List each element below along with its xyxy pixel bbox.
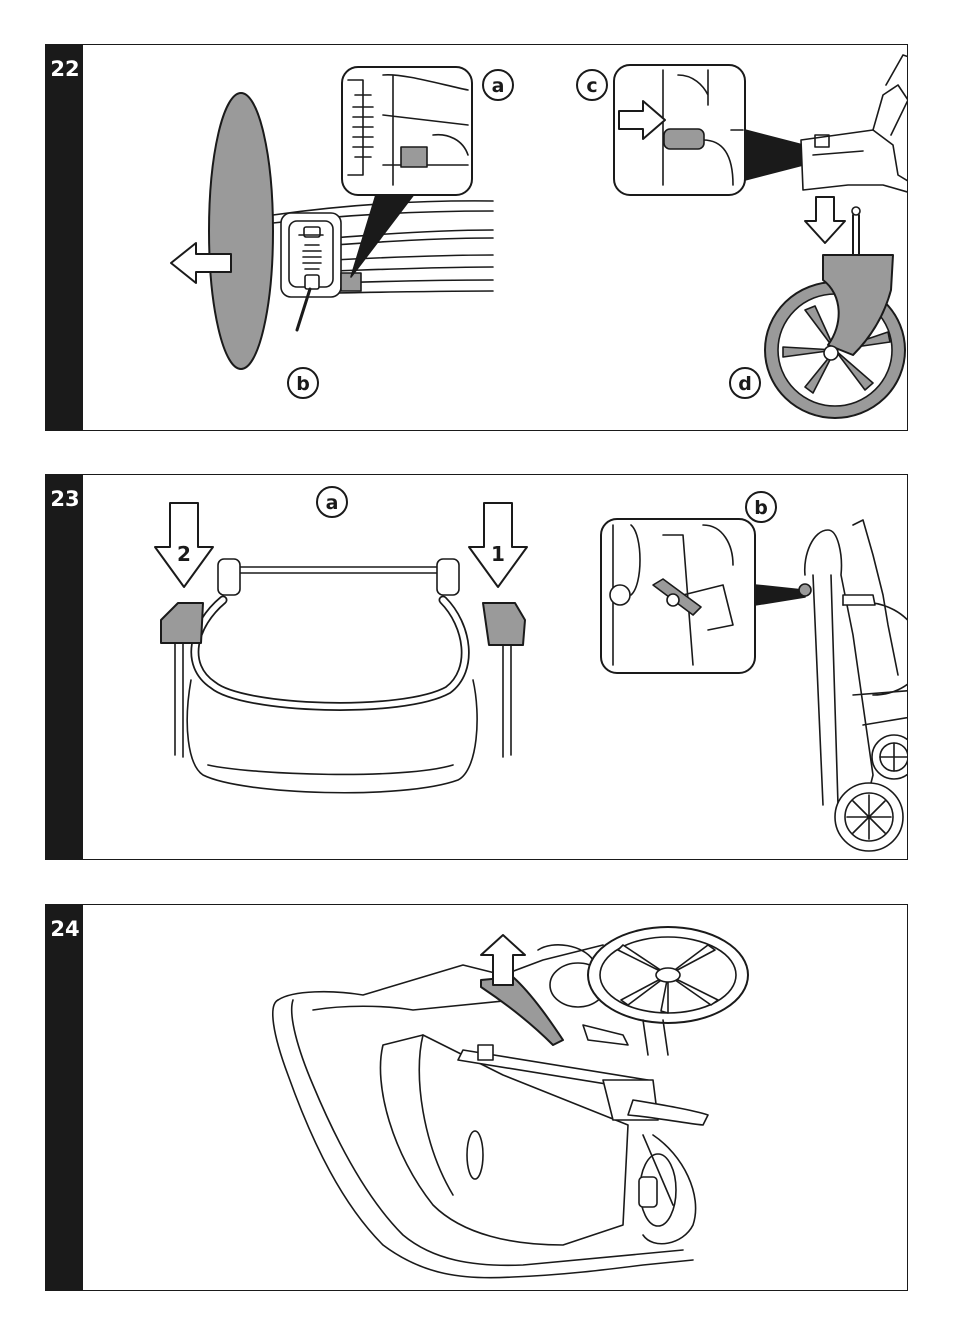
label-b: b bbox=[754, 497, 768, 519]
arrow-down-icon bbox=[805, 197, 845, 243]
label-a: a bbox=[326, 492, 339, 514]
step-number: 24 bbox=[47, 919, 83, 940]
step-23-panel: 23 2 1 a b bbox=[45, 474, 908, 860]
step-24-panel: 24 bbox=[45, 904, 908, 1291]
arrow-number-2: 2 bbox=[177, 542, 191, 566]
step-24-illustration bbox=[83, 905, 907, 1290]
step-23-illustration: 2 1 a b bbox=[83, 475, 907, 859]
step-22-panel: 22 a b c bbox=[45, 44, 908, 431]
step-number-bar bbox=[46, 475, 83, 859]
label-b: b bbox=[296, 373, 310, 395]
arrow-up-icon bbox=[481, 935, 525, 985]
rear-wheel bbox=[209, 93, 273, 369]
step-22-illustration: a b c d bbox=[83, 45, 907, 430]
label-a: a bbox=[492, 75, 505, 97]
label-d: d bbox=[738, 373, 752, 395]
step-number-bar bbox=[46, 45, 83, 430]
arrow-number-1: 1 bbox=[491, 542, 505, 566]
step-number: 23 bbox=[47, 489, 83, 510]
label-c: c bbox=[586, 75, 597, 97]
step-number: 22 bbox=[47, 59, 83, 80]
step-number-bar bbox=[46, 905, 83, 1290]
